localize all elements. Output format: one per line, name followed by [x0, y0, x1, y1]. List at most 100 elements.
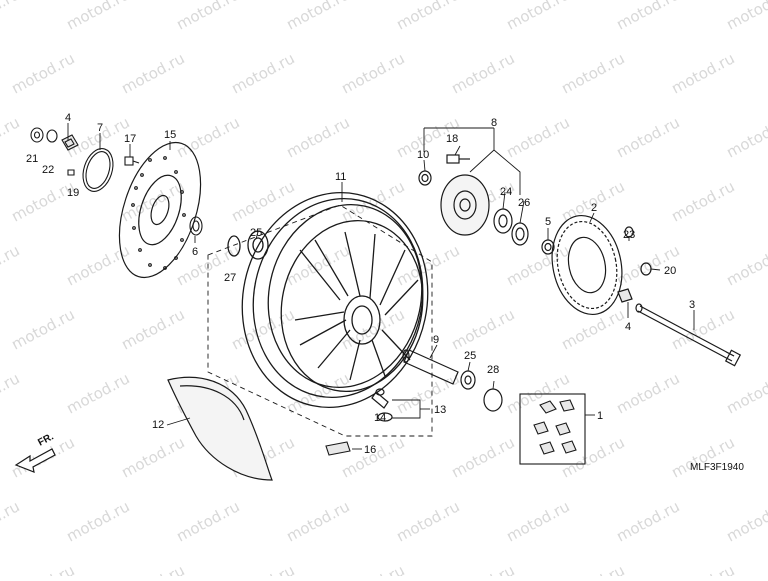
callout-8: 8	[491, 117, 497, 129]
watermark-text: motod.ru	[668, 49, 737, 97]
callout-10: 10	[417, 149, 429, 161]
watermark-text: motod.ru	[8, 49, 77, 97]
diagram-code: MLF3F1940	[690, 462, 744, 473]
watermark-text: motod.ru	[63, 497, 132, 545]
callout-7: 7	[97, 122, 103, 134]
watermark-text: motod.ru	[118, 305, 187, 353]
watermark-text: motod.ru	[393, 369, 462, 417]
watermark-text: motod.ru	[283, 497, 352, 545]
callout-1: 1	[597, 410, 603, 422]
callout-18: 18	[446, 133, 458, 145]
watermark-text: motod.ru	[448, 49, 517, 97]
watermark-text: motod.ru	[173, 497, 242, 545]
watermark-text: motod.ru	[228, 561, 297, 576]
callout-20: 20	[664, 265, 676, 277]
watermark-text: motod.ru	[63, 369, 132, 417]
watermark-text: motod.ru	[173, 0, 242, 34]
callout-22: 22	[42, 164, 54, 176]
watermark-text: motod.ru	[668, 561, 737, 576]
callout-5: 5	[545, 216, 551, 228]
watermark-text: motod.ru	[0, 241, 23, 289]
callout-16: 16	[364, 444, 376, 456]
callout-25-left: 25	[250, 227, 262, 239]
air-valve	[371, 388, 393, 422]
watermark-text: motod.ru	[8, 177, 77, 225]
watermark-text: motod.ru	[118, 49, 187, 97]
watermark-text: motod.ru	[723, 113, 768, 161]
callout-14: 14	[374, 412, 386, 424]
watermark-text: motod.ru	[118, 433, 187, 481]
watermark-text: motod.ru	[283, 369, 352, 417]
callout-4-left: 4	[65, 112, 71, 124]
callout-2: 2	[591, 202, 597, 214]
watermark-text: motod.ru	[0, 497, 23, 545]
watermark-text: motod.ru	[558, 561, 627, 576]
watermark-text: motod.ru	[338, 561, 407, 576]
watermark-text: motod.ru	[668, 305, 737, 353]
watermark-text: motod.ru	[283, 0, 352, 34]
watermark-text: motod.ru	[393, 241, 462, 289]
watermark-text: motod.ru	[8, 305, 77, 353]
callout-3: 3	[689, 299, 695, 311]
callout-24: 24	[500, 186, 512, 198]
watermark-text: motod.ru	[503, 497, 572, 545]
watermark-text: motod.ru	[338, 49, 407, 97]
rear-fender	[167, 376, 273, 481]
watermark-text: motod.ru	[63, 241, 132, 289]
watermark-text: motod.ru	[393, 497, 462, 545]
watermark-text: motod.ru	[668, 433, 737, 481]
rear-wheel	[227, 191, 429, 409]
watermark-text: motod.ru	[503, 0, 572, 34]
watermark-text: motod.ru	[558, 305, 627, 353]
watermark-text: motod.ru	[448, 433, 517, 481]
watermark-text: motod.ru	[228, 49, 297, 97]
callout-12: 12	[152, 419, 164, 431]
brake-disc	[118, 141, 202, 279]
callout-6: 6	[192, 246, 198, 258]
watermark-text: motod.ru	[558, 433, 627, 481]
watermark-text: motod.ru	[613, 497, 682, 545]
damper-rubber-set	[519, 393, 586, 465]
balance-weight	[325, 441, 351, 456]
callout-11: 11	[335, 171, 346, 183]
watermark-text: motod.ru	[558, 49, 627, 97]
callout-27: 27	[224, 272, 236, 284]
callout-26: 26	[518, 197, 530, 209]
callout-28: 28	[487, 364, 499, 376]
callout-23: 23	[623, 229, 635, 241]
watermark-text: motod.ru	[283, 241, 352, 289]
watermark-text: motod.ru	[723, 369, 768, 417]
watermark-text: motod.ru	[228, 177, 297, 225]
callout-17: 17	[124, 133, 136, 145]
watermark-text: motod.ru	[723, 241, 768, 289]
callout-21: 21	[26, 153, 38, 165]
disc-hardware	[30, 127, 203, 236]
watermark-text: motod.ru	[63, 0, 132, 34]
leader-lines	[67, 123, 735, 450]
callout-19: 19	[67, 187, 79, 199]
watermark-text: motod.ru	[283, 113, 352, 161]
watermark-text: motod.ru	[613, 369, 682, 417]
callout-13: 13	[434, 404, 446, 416]
wheel-assembly-outline	[207, 204, 433, 437]
watermark-text: motod.ru	[503, 369, 572, 417]
callout-9: 9	[433, 334, 439, 346]
watermark-text: motod.ru	[338, 433, 407, 481]
watermark-text: motod.ru	[613, 0, 682, 34]
watermark-text: motod.ru	[0, 0, 23, 34]
watermark-text: motod.ru	[613, 113, 682, 161]
watermark-text: motod.ru	[503, 241, 572, 289]
watermark-text: motod.ru	[723, 0, 768, 34]
callouts: 1 2 3 4 4 5 6 7 8 9 10 11 12 13 14 15 16…	[26, 112, 695, 456]
watermark-text: motod.ru	[393, 0, 462, 34]
sprocket-flange	[418, 154, 529, 246]
callout-15: 15	[164, 129, 176, 141]
watermark-text: motod.ru	[503, 113, 572, 161]
watermark-text: motod.ru	[448, 305, 517, 353]
watermark-text: motod.ru	[0, 369, 23, 417]
watermark-text: motod.ru	[723, 497, 768, 545]
watermark-text: motod.ru	[8, 561, 77, 576]
